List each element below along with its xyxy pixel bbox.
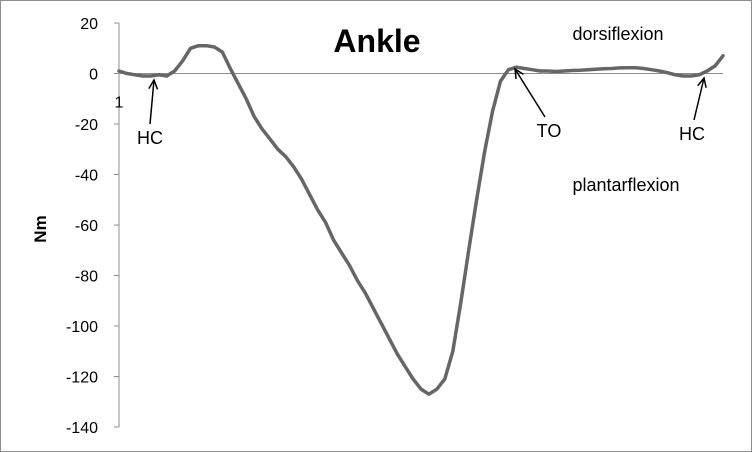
chart-title: Ankle bbox=[333, 23, 420, 59]
y-tick-label: -20 bbox=[75, 117, 98, 134]
y-tick-label: 0 bbox=[89, 67, 98, 84]
y-tick-label: -80 bbox=[75, 269, 98, 286]
event-label: HC bbox=[679, 124, 705, 144]
event-arrow-head bbox=[697, 76, 707, 88]
event-arrow-head bbox=[148, 78, 159, 90]
annotation-plantarflexion: plantarflexion bbox=[572, 175, 679, 195]
y-tick-label: -140 bbox=[66, 420, 98, 437]
event-arrow bbox=[514, 68, 546, 118]
event-arrow-head bbox=[514, 67, 524, 80]
x-tick-label-first: 1 bbox=[115, 95, 124, 112]
y-tick-label: 20 bbox=[80, 16, 98, 33]
y-tick-label: -40 bbox=[75, 168, 98, 185]
series-line bbox=[117, 43, 725, 396]
y-tick-label: -100 bbox=[66, 319, 98, 336]
y-axis-label: Nm bbox=[31, 215, 50, 242]
event-arrow bbox=[149, 79, 155, 125]
y-tick-label: -120 bbox=[66, 370, 98, 387]
event-label: TO bbox=[537, 121, 562, 141]
event-arrow bbox=[693, 77, 705, 121]
event-label: HC bbox=[137, 128, 163, 148]
y-tick-label: -60 bbox=[75, 218, 98, 235]
annotation-dorsiflexion: dorsiflexion bbox=[572, 24, 663, 44]
